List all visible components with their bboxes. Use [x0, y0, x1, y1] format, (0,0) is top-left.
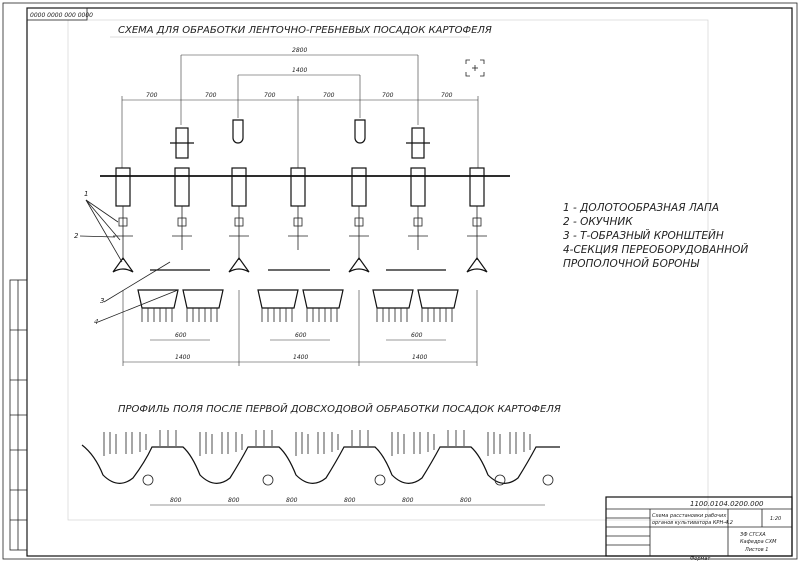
dim-harrow-1: 600 [175, 332, 187, 339]
legend-item-4: 4-СЕКЦИЯ ПЕРЕОБОРУДОВАННОЙ [563, 243, 748, 256]
harrow-tines [141, 308, 453, 322]
wheels [170, 119, 430, 159]
dim-profile-3: 800 [286, 497, 298, 504]
dim-top-5: 700 [382, 92, 394, 99]
inner-frame [26, 7, 793, 557]
top-stamp-box [26, 7, 88, 21]
callout-3: 3 [100, 297, 104, 305]
callout-1: 1 [84, 190, 88, 198]
dim-harrow-2: 600 [295, 332, 307, 339]
tool-sections [115, 167, 485, 207]
scheme-title: СХЕМА ДЛЯ ОБРАБОТКИ ЛЕНТОЧНО-ГРЕБНЕВЫХ П… [118, 25, 492, 36]
title-block-org-2: Кафедра СХМ [740, 539, 777, 545]
title-block-name-1: Схема расстановки рабочих [652, 513, 726, 519]
legend-item-1: 1 - ДОЛОТООБРАЗНАЯ ЛАПА [563, 202, 719, 214]
format-label: Формат [690, 556, 711, 562]
dim-profile-1: 800 [170, 497, 182, 504]
dim-overall: 2800 [292, 47, 307, 54]
callout-2: 2 [74, 232, 79, 240]
dim-profile-4: 800 [344, 497, 356, 504]
dim-inner: 1400 [292, 67, 307, 74]
dim-span-1: 1400 [175, 354, 190, 361]
callout-leaders [79, 199, 179, 323]
title-block-org-1: ЗФ СГСХА [740, 532, 766, 538]
title-block [605, 496, 793, 557]
dim-top-1: 700 [146, 92, 158, 99]
dim-harrow-3: 600 [411, 332, 423, 339]
dim-top-4: 700 [323, 92, 335, 99]
harrow-dimensions: 600 600 600 [150, 332, 446, 341]
hillers [112, 256, 488, 273]
potato-tubers [142, 474, 554, 486]
dim-top-6: 700 [441, 92, 453, 99]
callout-4: 4 [94, 318, 98, 326]
dim-span-2: 1400 [293, 354, 308, 361]
legend-item-2: 2 - ОКУЧНИК [563, 216, 633, 228]
bottom-dimensions: 1400 1400 1400 [122, 290, 478, 366]
dim-profile-6: 800 [460, 497, 472, 504]
legend-item-4-cont: ПРОПОЛОЧНОЙ БОРОНЫ [563, 257, 699, 270]
harrow-sections [137, 269, 459, 309]
dim-top-2: 700 [205, 92, 217, 99]
dim-top-3: 700 [264, 92, 276, 99]
profile-title: ПРОФИЛЬ ПОЛЯ ПОСЛЕ ПЕРВОЙ ДОВСХОДОВОЙ ОБ… [118, 402, 561, 415]
profile-vegetation [103, 430, 531, 456]
title-block-sheets: Листов 1 [744, 547, 768, 553]
profile-dimensions: 800 800 800 800 800 800 [150, 497, 545, 506]
dim-profile-5: 800 [402, 497, 414, 504]
dim-span-3: 1400 [412, 354, 427, 361]
tool-stems [113, 206, 487, 260]
title-block-code: 1100.0104.0200.000 [690, 500, 764, 508]
left-margin-stamps [9, 279, 28, 551]
top-stamp: 0000 0000 000 0000 [30, 12, 93, 19]
title-block-name-2: органов культиватора КРН-4.2 [652, 520, 733, 526]
content-border [67, 19, 709, 521]
top-dimensions: 2800 1400 700 700 700 700 700 700 [121, 47, 479, 168]
title-block-scale: 1:20 [770, 516, 781, 522]
crosshair-icon [465, 59, 485, 77]
legend-item-3: 3 - Т-ОБРАЗНЫЙ КРОНШТЕЙН [563, 229, 724, 242]
field-profile [81, 444, 560, 484]
dim-profile-2: 800 [228, 497, 240, 504]
